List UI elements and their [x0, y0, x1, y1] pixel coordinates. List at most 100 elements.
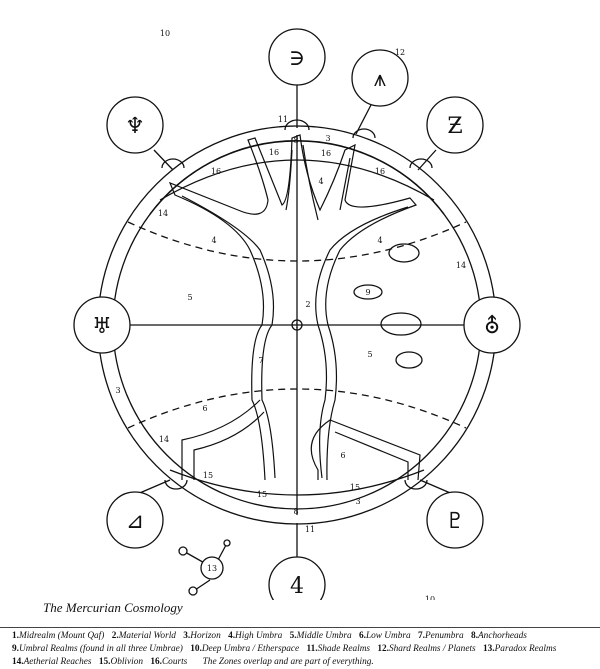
label-penumbra: 7	[258, 356, 263, 365]
legend-number: 16.	[150, 657, 162, 667]
legend-number: 5.	[289, 631, 297, 641]
label-high-umbra: 4	[318, 177, 323, 186]
label-shard-realms: 12	[395, 48, 405, 57]
label-anchorheads: 8	[293, 136, 298, 145]
label-courts: 16	[269, 148, 279, 157]
label-high-umbra: 4	[377, 236, 382, 245]
legend-item: 10.Deep Umbra / Etherspace	[190, 644, 299, 654]
low-umbra-boundary	[127, 388, 467, 429]
paradox-link	[194, 579, 211, 591]
legend-item: 14.Aetherial Reaches	[12, 657, 92, 667]
legend-label: Deep Umbra / Etherspace	[201, 644, 300, 654]
paradox-link	[217, 544, 227, 561]
legend-item: 9.Umbral Realms (found in all three Umbr…	[12, 644, 183, 654]
connector-shard	[355, 102, 373, 135]
legend-item: 7.Penumbra	[418, 631, 464, 641]
legend-item: 2.Material World	[112, 631, 176, 641]
legend-number: 11.	[306, 644, 318, 654]
paradox-realms-circle	[200, 556, 224, 580]
legend-number: 13.	[483, 644, 495, 654]
umbral-realm-oval	[388, 243, 420, 263]
legend-row: 9.Umbral Realms (found in all three Umbr…	[12, 643, 600, 656]
legend-item: 1.Midrealm (Mount Qaf)	[12, 631, 104, 641]
label-horizon: 3	[115, 386, 120, 395]
cosmology-diagram: ∋ ⩚ Ƶ ♆ ♅ ⛢ ⊿ 4 ♇ 10 10 12 11 11 3 3 3 8…	[73, 28, 521, 600]
label-aetherial-reaches: 14	[159, 435, 169, 444]
pluto-sigil-top-icon: ∋	[289, 46, 305, 71]
legend-label: Midrealm (Mount Qaf)	[18, 631, 105, 641]
legend-label: Middle Umbra	[296, 631, 352, 641]
umbral-realm-oval	[380, 312, 422, 336]
legend-number: 7.	[417, 631, 425, 641]
label-low-umbra: 6	[340, 451, 345, 460]
legend-number: 15.	[98, 657, 111, 667]
label-low-umbra: 6	[202, 404, 207, 413]
legend-number: 4.	[228, 631, 236, 641]
legend-label: Shard Realms / Planets	[388, 644, 476, 654]
legend-label: Anchorheads	[478, 631, 527, 641]
umbral-realm-oval	[395, 351, 423, 369]
legend-number: 2.	[111, 631, 119, 641]
sigil-circle-top-left	[106, 96, 164, 154]
legend-label: Low Umbra	[365, 631, 411, 641]
label-horizon: 3	[325, 134, 330, 143]
mercury-sigil-icon: ♆	[125, 114, 145, 139]
legend-label: Paradox Realms	[494, 644, 557, 654]
z-sigil-icon: Ƶ	[447, 114, 462, 139]
paradox-node	[223, 539, 231, 547]
legend-number: 3.	[183, 631, 191, 641]
legend-row: 1.Midrealm (Mount Qaf) 2.Material World …	[12, 630, 600, 643]
legend-number: 12.	[377, 644, 389, 654]
label-shade-realms: 11	[278, 115, 288, 124]
anchor-bump	[409, 158, 433, 169]
high-umbra-boundary	[127, 221, 467, 262]
legend-label: Horizon	[190, 631, 221, 641]
legend-item: 15.Oblivion	[99, 657, 143, 667]
p-cross-sigil-icon: ♇	[445, 509, 465, 534]
sigil-circle-bottom	[268, 556, 326, 600]
legend-number: 9.	[12, 644, 19, 654]
paradox-node	[188, 586, 198, 596]
umbral-realm-oval	[353, 284, 383, 300]
sigil-circle-shard	[351, 49, 409, 107]
legend-item: 13.Paradox Realms	[483, 644, 556, 654]
label-oblivion: 15	[350, 483, 360, 492]
sigil-circle-left	[73, 296, 131, 354]
label-aetherial-reaches: 14	[158, 209, 168, 218]
legend-label: Material World	[118, 631, 176, 641]
label-oblivion: 15	[203, 471, 213, 480]
legend-label: Oblivion	[110, 657, 144, 667]
four-arrow-sigil-icon: 4	[290, 574, 304, 599]
legend-row: 14.Aetherial Reaches 15.Oblivion 16.Cour…	[12, 656, 600, 669]
label-deep-umbra: 10	[160, 29, 170, 38]
anchor-bump	[164, 479, 188, 490]
legend-note: The Zones overlap and are part of everyt…	[202, 657, 374, 667]
horned-cross-sigil-icon: ♅	[92, 314, 112, 339]
legend-item: 4.High Umbra	[228, 631, 282, 641]
label-midrealm: 1	[295, 323, 299, 330]
label-anchorheads: 8	[293, 507, 298, 516]
legend-item: 5.Middle Umbra	[290, 631, 352, 641]
anchor-bump	[404, 479, 428, 490]
sigil-circle-right	[463, 296, 521, 354]
paradox-node	[178, 546, 188, 556]
legend-item: 16.Courts	[150, 657, 187, 667]
diagram-caption: The Mercurian Cosmology	[43, 600, 183, 615]
label-paradox-realms: 13	[207, 564, 217, 573]
label-middle-umbra: 5	[367, 350, 372, 359]
legend-number: 6.	[358, 631, 366, 641]
tau-cross-sigil-icon: ⛢	[484, 314, 500, 339]
label-material-world: 2	[305, 300, 310, 309]
legend-label: High Umbra	[235, 631, 283, 641]
legend-item: 8.Anchorheads	[471, 631, 527, 641]
label-aetherial-reaches: 14	[456, 261, 466, 270]
sigil-circle-top	[268, 28, 326, 86]
legend-number: 10.	[190, 644, 202, 654]
legend-label: Aetherial Reaches	[23, 657, 92, 667]
midrealm-marker	[291, 319, 303, 331]
label-courts: 16	[375, 167, 385, 176]
label-oblivion: 15	[257, 490, 267, 499]
legend-label: Courts	[161, 657, 188, 667]
legend-label: Shade Realms	[317, 644, 371, 654]
sigil-circle-bottom-right	[426, 491, 484, 549]
